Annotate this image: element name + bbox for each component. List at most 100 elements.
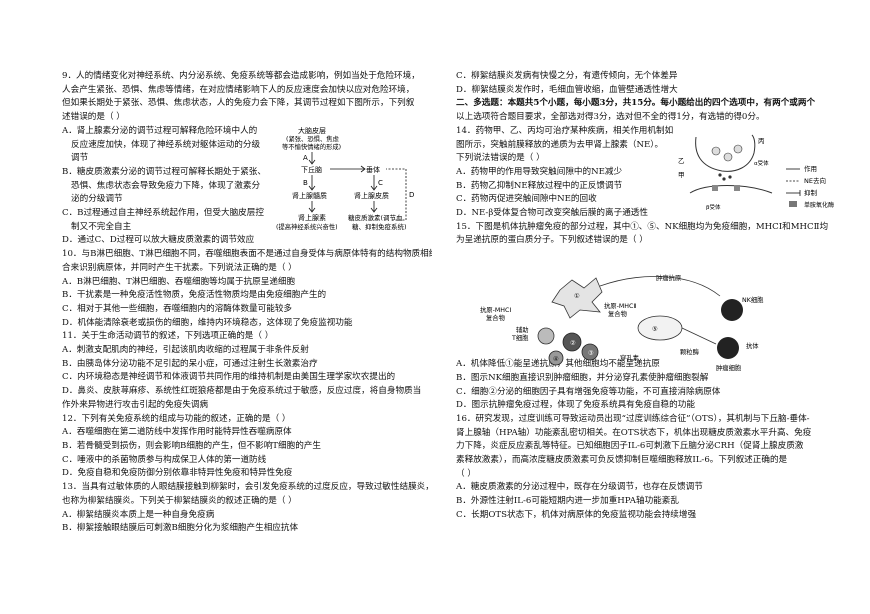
attack-arrow: [681, 327, 717, 345]
helper-cell-label: 辅助: [516, 325, 529, 334]
q16-line: 16．研究发现，过度训练可导致运动员出现“过度训练综合征”（OTS），其机制与下…: [456, 413, 810, 424]
legend-ne: NE去向: [804, 176, 826, 185]
cortisol-note: 糖、抑制免疫系统): [352, 222, 407, 231]
cortex-label: 大脑皮层: [298, 126, 326, 135]
hypothalamus-label: 下丘脑: [301, 165, 322, 174]
cortex-note: (紧张、恐惧、焦虑: [286, 134, 340, 143]
hormone-regulation-diagram: 大脑皮层 (紧张、恐惧、焦虑 等不愉快情绪的形成) A 下丘脑 垂体 B C 肾…: [276, 126, 414, 231]
arrow-head: [308, 207, 316, 213]
q15-option-c: C．细胞②分泌的细胞因子具有增强免疫等功能，不可直接消除病原体: [456, 386, 721, 397]
question-10: 10．与B淋巴细胞、T淋巴细胞不同，吞噬细胞表面不是通过自身受体与病原体特有的结…: [62, 248, 432, 330]
cytotoxic-t-cell: [637, 315, 683, 341]
cell-number-3: ③: [588, 350, 594, 357]
nk-cell-label: NK细胞: [742, 295, 764, 304]
medulla-label: 肾上腺髓质: [292, 191, 327, 200]
left-complex-label: 抗原-MHCⅠ: [480, 305, 511, 314]
q11-option-a: A．刺激支配肌肉的神经，引起该肌肉收缩的过程属于非条件反射: [62, 345, 309, 356]
q11-line: 11．关于生命活动调节的叙述，下列选项正确的是（ ）: [62, 331, 274, 342]
legend-enzyme-swatch: [789, 201, 797, 207]
question-16: 16．研究发现，过度训练可导致运动员出现“过度训练综合征”（OTS），其机制与下…: [456, 413, 842, 523]
q11-option-d-cont: 作外来异物进行攻击引起的免疫失调病: [62, 399, 209, 410]
q14-synapse-figure: 乙 甲 丙 α受体 β受体 作用 NE去向 抑制 单胺氧化酶: [676, 133, 846, 218]
question-11: 11．关于生命活动调节的叙述，下列选项正确的是（ ） A．刺激支配肌肉的神经，引…: [62, 330, 432, 412]
drug-yi-label: 乙: [678, 157, 685, 165]
q14-line: 14．药物甲、乙、丙均可治疗某种疾病，相关作用机制如: [456, 125, 674, 136]
q9-option-a-cont: 调节: [71, 153, 89, 164]
antigen-arrow: [599, 276, 721, 297]
left-column: 9．人的情绪变化对神经系统、内分泌系统、免疫系统等都会造成影响，例如当处于危险环…: [62, 70, 432, 536]
adrenaline-note: (提高神经系统兴奋性): [276, 222, 338, 231]
cortisol-label: 糖皮质激素(调节血: [348, 213, 403, 222]
antitumor-immunity-diagram: ① 抗原-MHCⅠ 复合物 抗原-MHCⅡ 复合物 辅助 T细胞 ② ③ ④ 肿…: [480, 273, 764, 372]
q12-option-b: B．若骨髓受到损伤，则会影响B细胞的产生，但不影响T细胞的产生: [62, 440, 321, 451]
beta-receptor: [734, 185, 740, 191]
q15-option-b: B．图示NK细胞直接识别肿瘤细胞，并分泌穿孔素使肿瘤细胞裂解: [456, 372, 709, 383]
cell-number-4: ④: [553, 356, 559, 363]
cell-4: [548, 350, 564, 366]
question-13: 13．当具有过敏体质的人眼结膜接触到柳絮时，会引发免疫系统的过度反应，导致过敏性…: [62, 481, 432, 536]
q10-line: 10．与B淋巴细胞、T淋巴细胞不同，吞噬细胞表面不是通过自身受体与病原体特有的结…: [62, 249, 432, 260]
mhc2-complex-label: 抗原-MHCⅡ: [604, 301, 637, 310]
legend-enzyme: 单胺氧化酶: [804, 201, 834, 209]
q9-option-c: C．B过程通过自主神经系统起作用，但受大脑皮层控: [62, 208, 264, 219]
vesicle: [723, 152, 733, 162]
q10-option-a: A．B淋巴细胞、T淋巴细胞、吞噬细胞等均属于抗原呈递细胞: [62, 276, 296, 287]
helper-cell-label: T细胞: [511, 333, 529, 342]
q9-option-a: A．肾上腺素分泌的调节过程可解释危险环境中人的: [62, 125, 258, 136]
q15-line: 15．下图是机体抗肿瘤免疫的部分过程，其中①、⑤、NK细胞均为免疫细胞，MHCⅠ…: [456, 221, 829, 232]
dendritic-cell: [551, 277, 603, 319]
question-12: 12．下列有关免疫系统的组成与功能的叙述，正确的是（ ） A．吞噬细胞在第二道防…: [62, 413, 432, 482]
question-14: 14．药物甲、乙、丙均可治疗某种疾病，相关作用机制如 图所示，突触前膜释放的递质…: [456, 125, 842, 221]
left-complex-label: 复合物: [486, 313, 505, 322]
cell-2: [562, 332, 582, 352]
drug-jia-label: 甲: [678, 171, 685, 179]
q9-option-b: B．糖皮质激素分泌的调节过程可解释长期处于紧张、: [62, 166, 266, 177]
q13-option-d: D．柳絮结膜炎发作时，毛细血管收缩，血管壁通透性增大: [456, 84, 678, 95]
q10-option-b: B．干扰素是一种免疫活性物质，免疫活性物质均是由免疫细胞产生的: [62, 290, 327, 301]
beta-receptor: [712, 185, 718, 191]
alpha-receptor-label: α受体: [754, 159, 769, 167]
cortex-note: 等不愉快情绪的形成): [282, 142, 341, 151]
question-9: 9．人的情绪变化对神经系统、内分泌系统、免疫系统等都会造成影响，例如当处于危险环…: [62, 70, 432, 248]
q15-line: 为呈递抗原的蛋白质分子。下列叙述错误的是（ ）: [456, 235, 648, 246]
synapse-diagram: 乙 甲 丙 α受体 β受体 作用 NE去向 抑制 单胺氧化酶: [678, 134, 834, 211]
presynaptic-membrane: [695, 134, 756, 172]
q13-option-c: C．柳絮结膜炎发病有快慢之分，有遗传倾向，无个体差异: [456, 71, 678, 81]
q16-line: （ ）: [456, 468, 476, 479]
q13-line: 13．当具有过敏体质的人眼结膜接触到柳絮时，会引发免疫系统的过度反应，导致过敏性…: [62, 482, 432, 493]
q10-line: 合来识别病原体，并同时产生干扰素。下列说法正确的是（ ）: [62, 262, 297, 273]
q16-option-a: A．糖皮质激素的分泌过程中，既存在分级调节，也存在反馈调节: [456, 482, 703, 493]
q14-option-b: B．药物乙抑制NE释放过程中的正反馈调节: [456, 180, 623, 191]
q16-line: 素释放激素），而高浓度糖皮质激素可负反馈抑制巨噬细胞释放IL-6。下列叙述正确的…: [456, 455, 788, 466]
q9-diagram: 大脑皮层 (紧张、恐惧、焦虑 等不愉快情绪的形成) A 下丘脑 垂体 B C 肾…: [268, 125, 428, 240]
label-b: B: [303, 179, 308, 187]
q13-line: 也称为柳絮结膜炎。下列关于柳絮结膜炎的叙述正确的是（ ）: [62, 495, 297, 506]
right-column: C．柳絮结膜炎发病有快慢之分，有遗传倾向，无个体差异 D．柳絮结膜炎发作时，毛细…: [456, 70, 842, 523]
label-a: A: [303, 154, 308, 162]
label-c: C: [378, 179, 383, 187]
tumor-cell-top: [721, 299, 743, 321]
pituitary-label: 垂体: [366, 165, 380, 174]
section-instructions: 以上选项符合题目要求，全部选对得3分，选对但不全的得1分，有选错的得0分。: [456, 112, 765, 123]
helper-t-cell: [537, 327, 555, 345]
q9-option-a-cont: 反应速度加快，体现了神经系统对躯体运动的分级: [71, 139, 261, 150]
q16-option-b: B．外源性注射IL-6可能短期内进一步加重HPA轴功能紊乱: [456, 496, 679, 507]
cell-number-5: ⑤: [652, 326, 658, 333]
perforin-label: 穿孔素: [620, 353, 639, 362]
q11-option-d: D．鼻炎、皮肤荨麻疹、系统性红斑狼疮都是由于免疫系统过于敏感，反应过度，将自身物…: [62, 386, 422, 397]
legend-inhibit: 抑制: [804, 188, 818, 197]
q9-option-b-cont: 恐惧、焦虑状态会导致免疫力下降，体现了激素分: [71, 180, 261, 191]
section-heading-multi-choice: 二、多选题：本题共5个小题，每小题3分，共15分。每小题给出的四个选项中，有两个…: [456, 98, 816, 109]
q16-line: 力下降，炎症反应紊乱等特征。已知细胞因子IL-6可刺激下丘脑分泌CRH（促肾上腺…: [456, 441, 804, 452]
drug-bing-label: 丙: [758, 137, 765, 145]
q9-option-d: D．通过C、D过程可以放大糖皮质激素的调节效应: [62, 235, 255, 246]
feedback-arrow-d: [386, 168, 407, 221]
question-15-intro: 15．下图是机体抗肿瘤免疫的部分过程，其中①、⑤、NK细胞均为免疫细胞，MHCⅠ…: [456, 221, 842, 248]
q14-line: 图所示，突触前膜释放的递质为去甲肾上腺素（NE）。: [456, 139, 664, 150]
ne-molecule: [722, 177, 726, 181]
q15-option-d: D．图示抗肿瘤免疫过程，体现了免疫系统具有免疫自稳的功能: [456, 400, 695, 411]
granzyme-label: 颗粒酶: [680, 347, 700, 356]
q14-option-c: C．药物丙促进突触间隙中NE的回收: [456, 194, 597, 205]
q12-option-d: D．免疫自稳和免疫防御分别依靠非特异性免疫和特异性免疫: [62, 468, 293, 479]
